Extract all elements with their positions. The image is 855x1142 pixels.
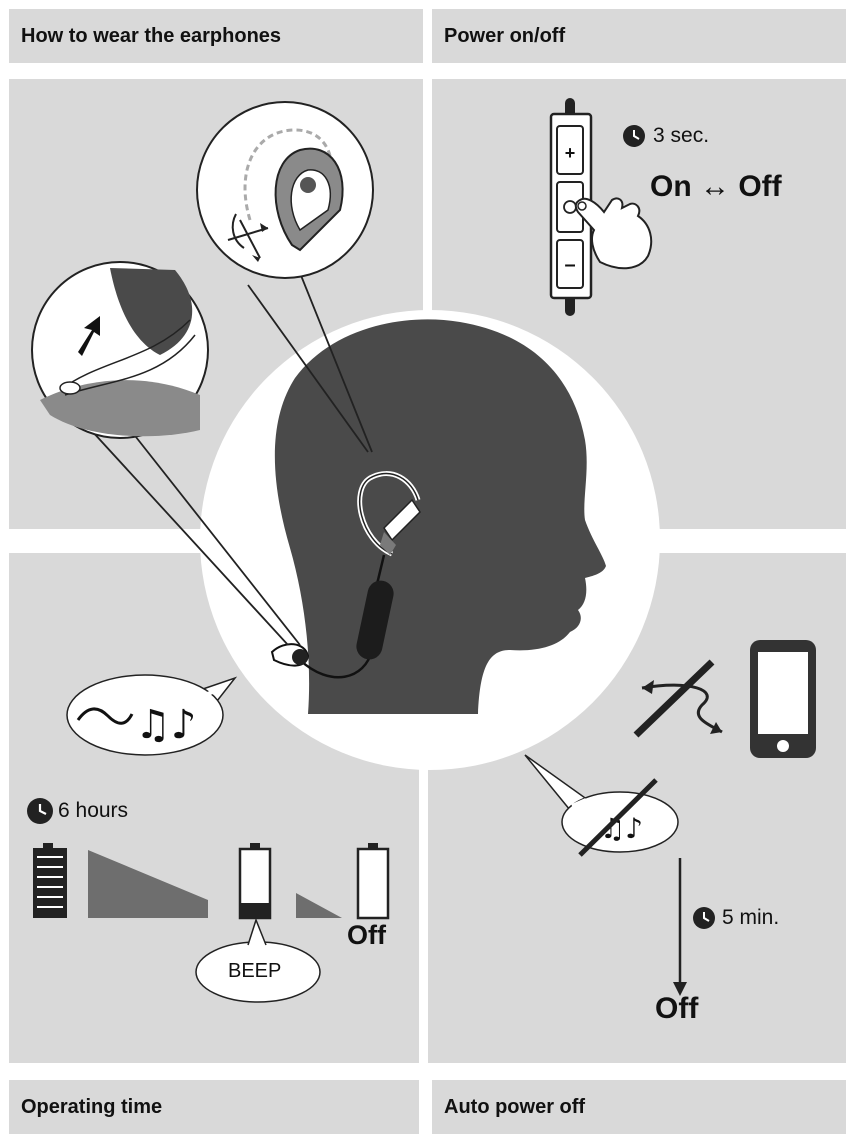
section-title: Power on/off <box>444 25 566 47</box>
header-wear: How to wear the earphones <box>9 9 423 63</box>
auto-off-label: Off <box>655 992 699 1025</box>
discharge-wedge <box>88 850 208 918</box>
down-arrow <box>673 858 687 996</box>
muted-music-bubble: ♫♪ <box>524 754 679 857</box>
section-title: Auto power off <box>444 1096 586 1118</box>
zoom-circle-neck <box>31 261 209 439</box>
battery-icon <box>33 843 67 918</box>
hold-time-label: 3 sec. <box>653 124 710 147</box>
duration-label: 6 hours <box>58 799 129 822</box>
clock-icon <box>27 798 53 824</box>
zoom-lines <box>79 267 373 646</box>
operating-off-label: Off <box>347 920 386 950</box>
section-title: Operating time <box>21 1096 163 1118</box>
on-off-label: On ↔ Off <box>650 170 782 203</box>
zoom-circle-ear <box>196 101 374 279</box>
music-bubble: ♫♪ <box>66 674 238 756</box>
beep-label: BEEP <box>228 960 282 982</box>
svg-text:–: – <box>564 254 575 276</box>
no-connection-icon <box>633 659 723 738</box>
clock-icon <box>693 907 715 929</box>
earphone-icon <box>270 471 421 679</box>
smartphone-icon <box>750 640 816 758</box>
section-title: How to wear the earphones <box>21 25 282 47</box>
beep-bubble <box>195 917 321 1003</box>
header-auto-off: Auto power off <box>432 1080 846 1134</box>
wait-time-label: 5 min. <box>722 906 780 929</box>
discharge-wedge <box>296 893 342 918</box>
header-power: Power on/off <box>432 9 846 63</box>
music-note-icon: ♫♪ <box>135 702 196 748</box>
battery-icon <box>238 843 272 920</box>
clock-icon <box>623 125 645 147</box>
header-operating: Operating time <box>9 1080 419 1134</box>
svg-text:+: + <box>565 143 576 163</box>
hand-icon <box>574 197 653 270</box>
battery-icon <box>356 843 390 920</box>
